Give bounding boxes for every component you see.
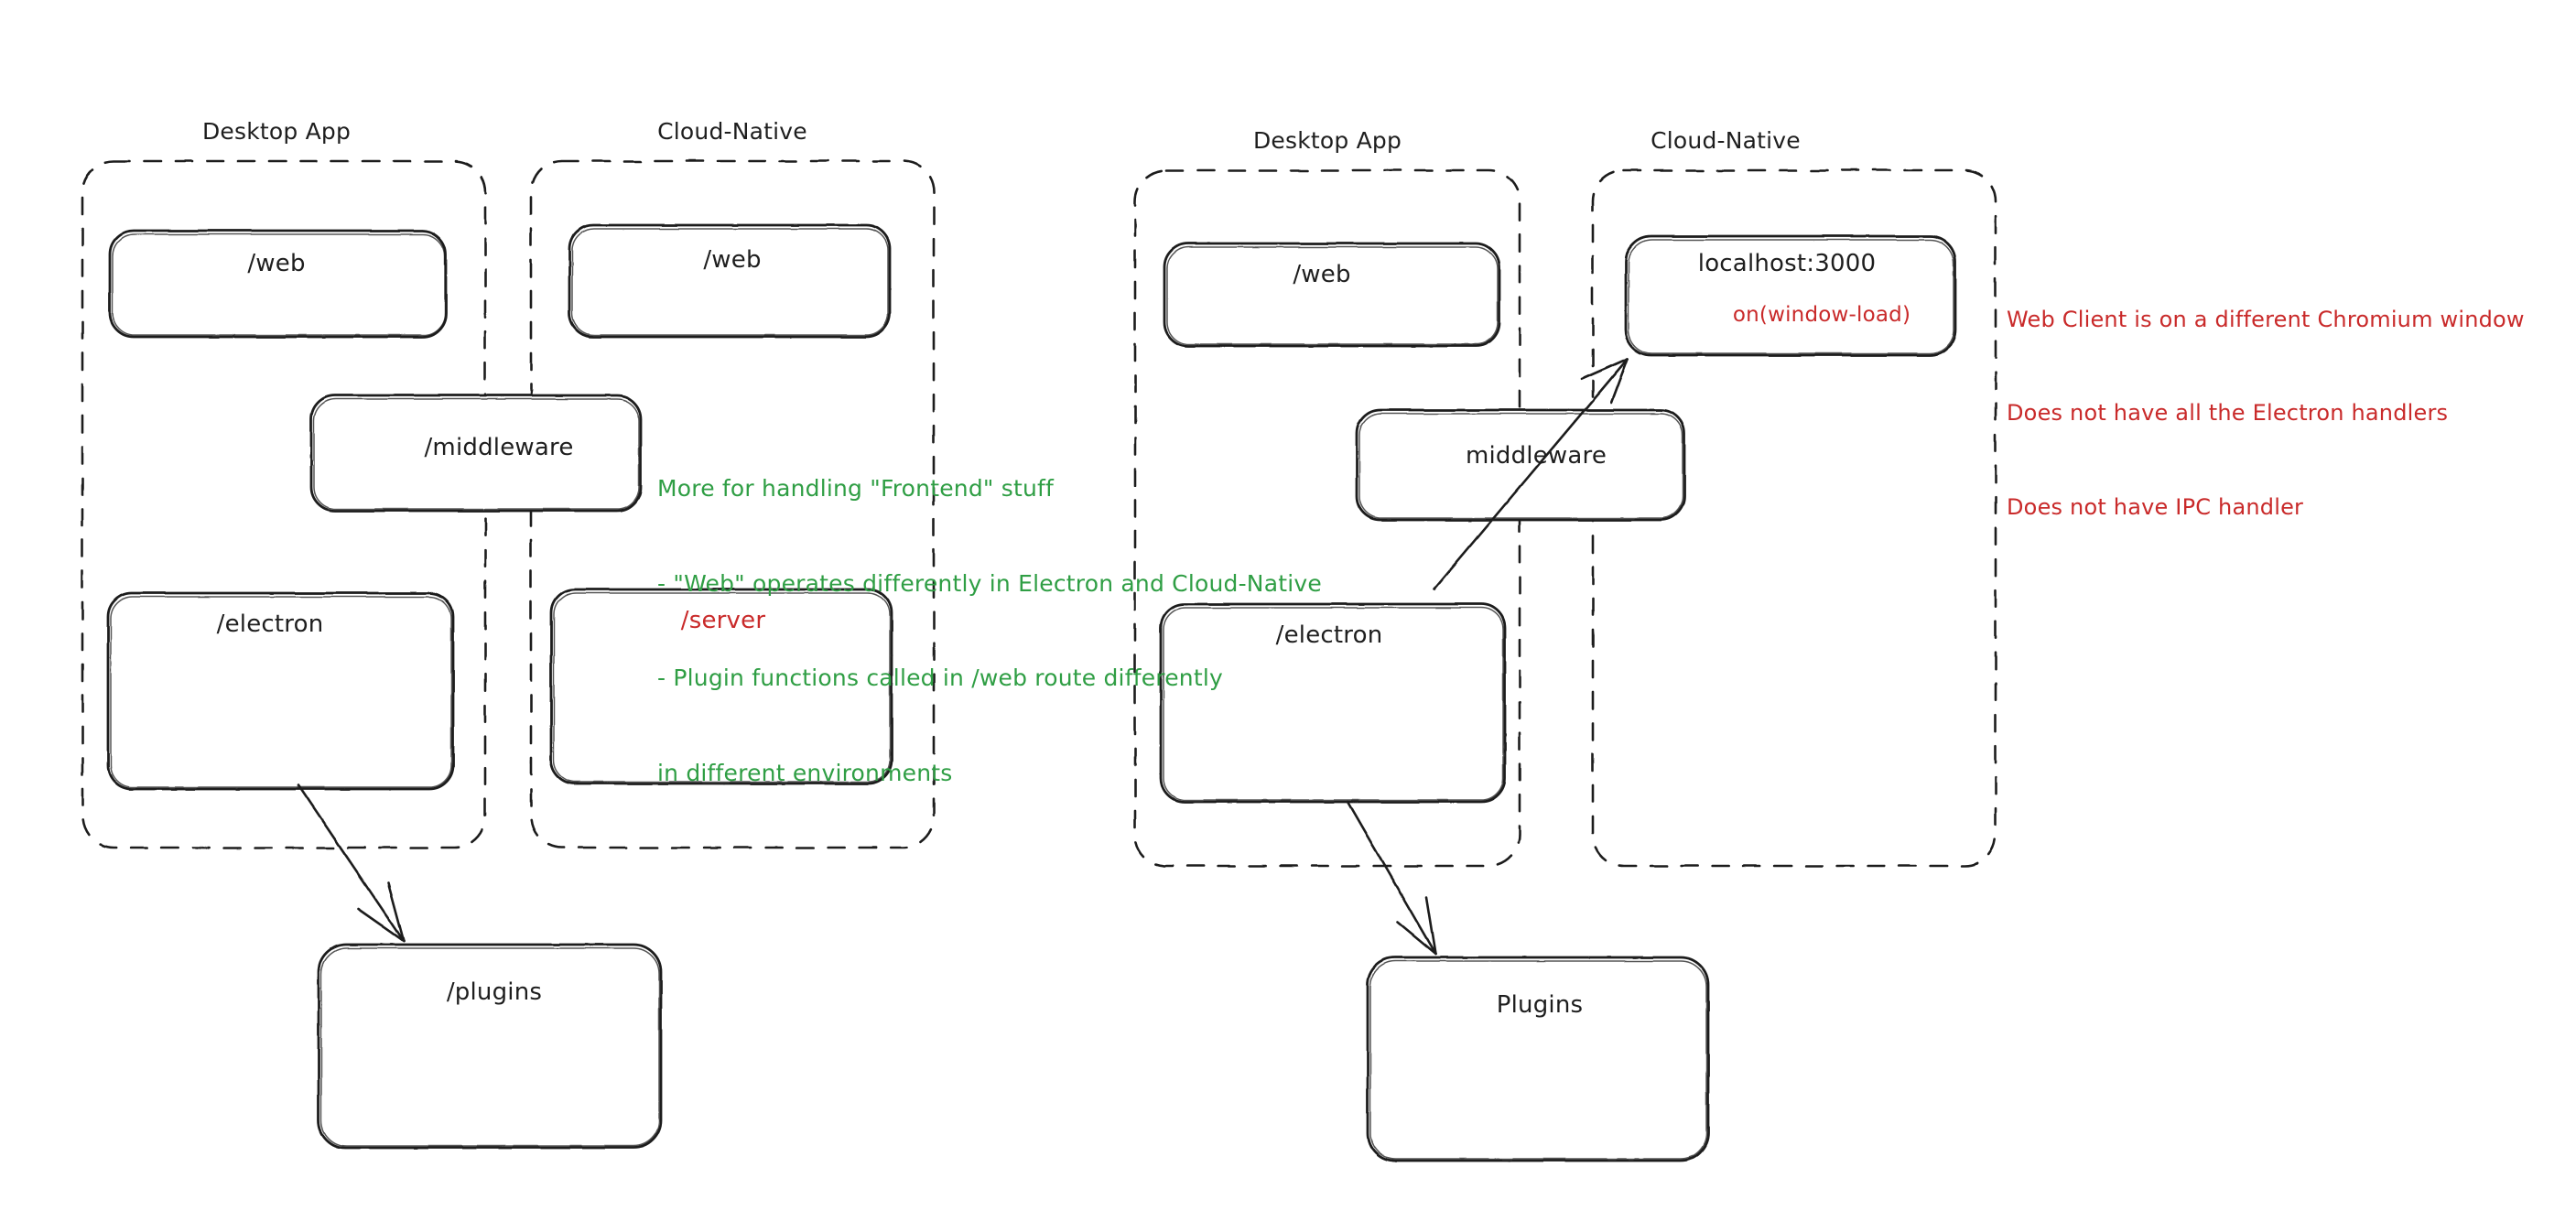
box-left-plugins bbox=[317, 943, 663, 1150]
box-label-left-desktop-electron[interactable]: /electron bbox=[216, 611, 324, 638]
group-title-left-desktop-app: Desktop App bbox=[201, 118, 352, 145]
annotation-web-client-line-2: Does not have all the Electron handlers bbox=[2007, 400, 2449, 427]
box-label-right-plugins[interactable]: Plugins bbox=[1496, 991, 1584, 1019]
box-label-right-middleware[interactable]: middleware bbox=[1465, 442, 1607, 470]
annotation-web-client-note: Web Client is on a different Chromium wi… bbox=[2007, 242, 2525, 585]
annotation-web-client-line-3: Does not have IPC handler bbox=[2007, 493, 2304, 520]
box-label-left-plugins[interactable]: /plugins bbox=[446, 978, 543, 1006]
group-title-right-cloud-native: Cloud-Native bbox=[1651, 127, 1801, 154]
annotation-frontend-line-3: - Plugin functions called in /web route … bbox=[657, 665, 1223, 691]
box-label-left-desktop-web[interactable]: /web bbox=[247, 250, 306, 277]
group-title-left-cloud-native: Cloud-Native bbox=[657, 118, 807, 145]
box-right-desktop-web bbox=[1163, 242, 1501, 348]
group-title-right-desktop-app: Desktop App bbox=[1252, 127, 1402, 154]
annotation-frontend-line-2: - "Web" operates differently in Electron… bbox=[657, 569, 1322, 597]
arrow-right-electron-to-localhost bbox=[1432, 357, 1629, 591]
box-label-right-desktop-electron[interactable]: /electron bbox=[1275, 621, 1383, 649]
box-left-cloud-web bbox=[568, 223, 892, 339]
box-label-left-middleware[interactable]: /middleware bbox=[424, 434, 574, 461]
annotation-frontend-line-4: in different environments bbox=[657, 759, 953, 786]
box-sublabel-right-localhost-on-window-load: on(window-load) bbox=[1732, 303, 1911, 327]
annotation-web-client-line-1: Web Client is on a different Chromium wi… bbox=[2007, 307, 2525, 333]
box-label-left-cloud-web[interactable]: /web bbox=[703, 246, 762, 274]
annotation-frontend-line-1: More for handling "Frontend" stuff bbox=[657, 475, 1055, 502]
box-left-desktop-web bbox=[108, 229, 448, 339]
annotation-frontend-note: More for handling "Frontend" stuff - "We… bbox=[657, 410, 1322, 852]
box-label-right-desktop-web[interactable]: /web bbox=[1293, 261, 1351, 288]
arrow-left-electron-to-plugins bbox=[297, 784, 406, 943]
box-right-plugins bbox=[1366, 956, 1710, 1162]
arrow-right-electron-to-plugins bbox=[1346, 800, 1437, 956]
box-label-left-cloud-server[interactable]: /server bbox=[680, 607, 766, 634]
box-label-right-localhost[interactable]: localhost:3000 bbox=[1697, 250, 1877, 277]
